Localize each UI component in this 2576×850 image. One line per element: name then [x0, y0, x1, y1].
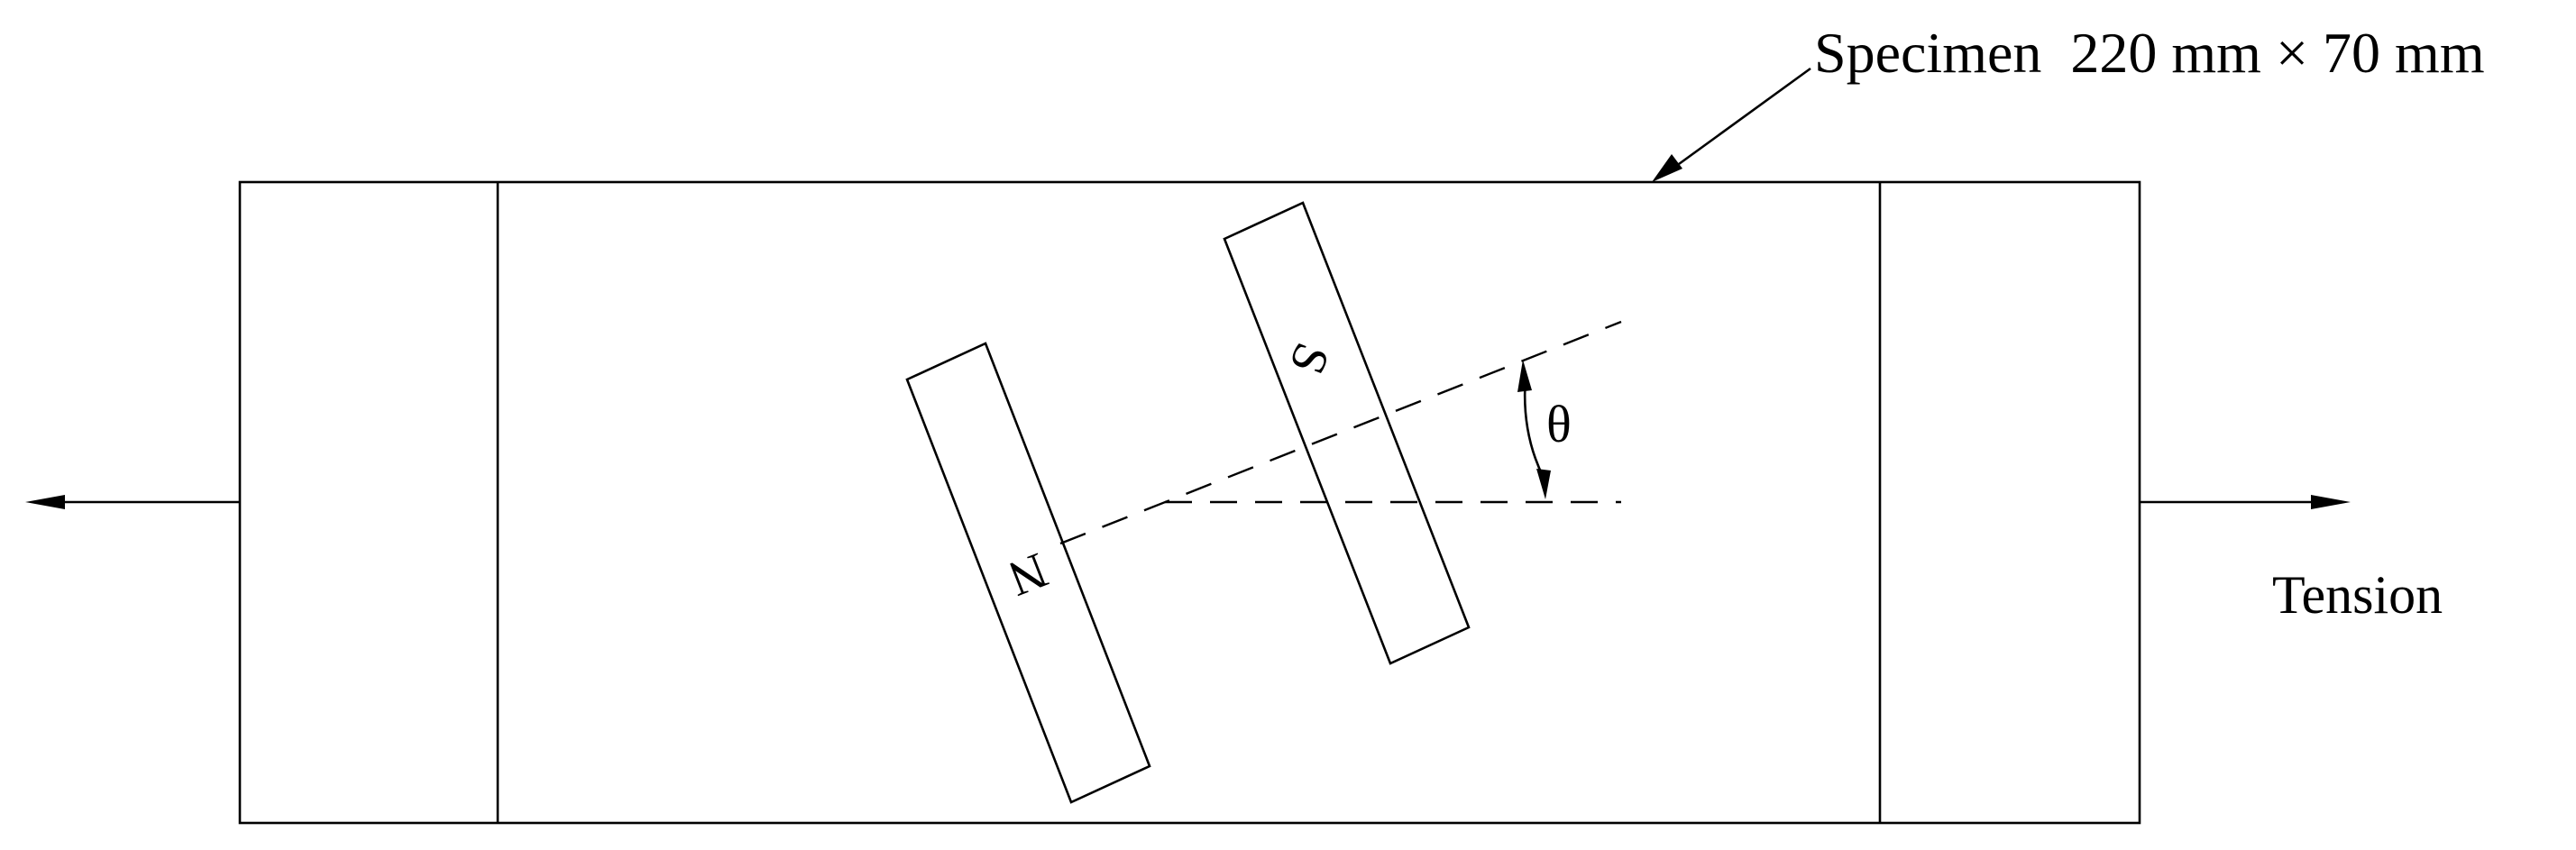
specimen-leader-arrow	[1652, 67, 1811, 182]
angle-arc	[1517, 360, 1551, 499]
magnet-south	[1223, 201, 1471, 665]
magnet-north-label: N	[1001, 542, 1055, 607]
magnet-north	[905, 342, 1151, 804]
angle-label: θ	[1546, 395, 1572, 453]
magnet-axis-dashed-line	[1059, 320, 1622, 545]
right-tension-arrow	[2140, 495, 2351, 509]
left-tension-arrow	[25, 495, 240, 509]
magnet-south-label: S	[1278, 335, 1340, 382]
tension-label: Tension	[2272, 565, 2443, 625]
specimen-label: Specimen 220 mm × 70 mm	[1814, 21, 2485, 85]
